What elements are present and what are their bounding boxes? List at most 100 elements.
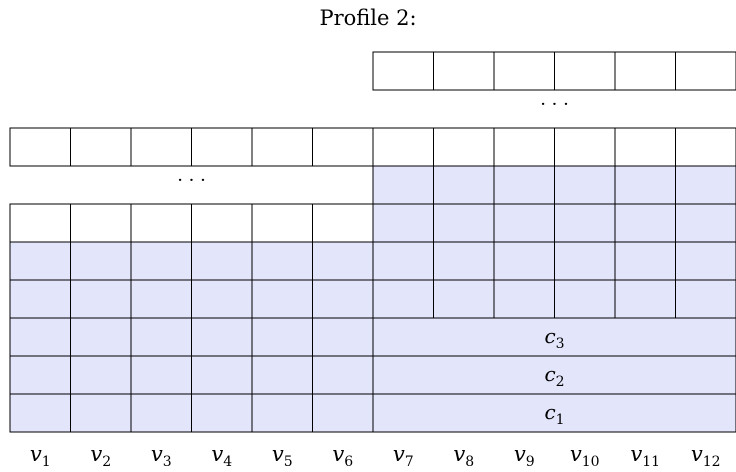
voter-label: v6 [332, 442, 353, 470]
shaded-cell [433, 279, 495, 319]
shaded-cell [9, 393, 71, 433]
ellipsis-right: · · · [540, 94, 569, 115]
voter-label: v11 [630, 442, 660, 470]
empty-row-cell [554, 127, 616, 167]
shaded-cell [493, 165, 555, 205]
shaded-cell [312, 393, 374, 433]
diagram-title: Profile 2: [319, 6, 417, 30]
empty-row-cell [433, 127, 495, 167]
shaded-cell [675, 241, 736, 281]
shaded-cell [675, 165, 736, 205]
shaded-cell [251, 355, 313, 395]
empty-row-cell [70, 203, 132, 243]
voter-label: v10 [570, 442, 600, 470]
shaded-cell [493, 241, 555, 281]
empty-row-cell [191, 127, 253, 167]
shaded-cell [554, 279, 616, 319]
shaded-cell [70, 355, 132, 395]
shaded-cell [554, 165, 616, 205]
top-row-cell [554, 51, 616, 91]
shaded-cell [9, 241, 71, 281]
shaded-cell [372, 165, 434, 205]
shaded-cell [614, 165, 676, 205]
empty-row-cell [251, 127, 313, 167]
shaded-cell [614, 203, 676, 243]
empty-row-cell [614, 127, 676, 167]
labels: c3 c2 c1 · · · · · · v1 v2 v3 v4 v5 v6 v7 v8 v9 v10 v11… [30, 94, 721, 470]
shaded-cell [493, 203, 555, 243]
shaded-cell [372, 279, 434, 319]
top-row-cell [493, 51, 555, 91]
shaded-cell [251, 317, 313, 357]
shaded-cell [130, 279, 192, 319]
shaded-cell [130, 241, 192, 281]
shaded-cell [191, 279, 253, 319]
empty-row-cell [130, 127, 192, 167]
shaded-cell [614, 241, 676, 281]
candidate-label: c1 [544, 400, 564, 428]
shaded-cell [312, 317, 374, 357]
voter-label: v2 [90, 442, 111, 470]
candidate-row-c1 [372, 393, 736, 433]
shaded-cell [130, 393, 192, 433]
shaded-cell [130, 355, 192, 395]
shaded-cell [433, 203, 495, 243]
shaded-cell [70, 317, 132, 357]
voter-label: v4 [211, 442, 232, 470]
shaded-cell [493, 279, 555, 319]
shaded-cell [433, 165, 495, 205]
empty-row-cell [312, 203, 374, 243]
shaded-cell [130, 317, 192, 357]
shaded-cell [312, 279, 374, 319]
empty-row-cell [130, 203, 192, 243]
candidate-label: c3 [544, 324, 564, 352]
top-row-cell [372, 51, 434, 91]
empty-row-cell [9, 203, 71, 243]
shaded-cell [9, 355, 71, 395]
shaded-cell [675, 279, 736, 319]
shaded-cell [191, 393, 253, 433]
voter-label: v7 [393, 442, 414, 470]
voter-label: v9 [514, 442, 535, 470]
voter-label: v3 [151, 442, 172, 470]
shaded-cell [251, 279, 313, 319]
shaded-cell [312, 355, 374, 395]
shaded-cell [433, 241, 495, 281]
shaded-cell [614, 279, 676, 319]
empty-row-cell [191, 203, 253, 243]
shaded-cell [70, 241, 132, 281]
empty-row-cell [70, 127, 132, 167]
voter-label: v12 [691, 442, 721, 470]
voter-label: v1 [30, 442, 51, 470]
shaded-cell [372, 241, 434, 281]
empty-row-cell [9, 127, 71, 167]
shaded-cell [9, 279, 71, 319]
shaded-cell [191, 317, 253, 357]
empty-row-cell [493, 127, 555, 167]
shaded-cell [554, 241, 616, 281]
shaded-cell [9, 317, 71, 357]
shaded-cell [191, 241, 253, 281]
shaded-cell [251, 241, 313, 281]
ellipsis-left: · · · [177, 170, 206, 191]
merged-candidate-rows [372, 317, 736, 433]
voter-label: v5 [272, 442, 293, 470]
shaded-cell [312, 241, 374, 281]
candidate-row-c2 [372, 355, 736, 395]
shaded-cell [675, 203, 736, 243]
top-row-cell [433, 51, 495, 91]
shaded-cell [554, 203, 616, 243]
empty-row-cell [312, 127, 374, 167]
candidate-label: c2 [544, 362, 564, 390]
shaded-cell [70, 393, 132, 433]
voter-label: v8 [453, 442, 474, 470]
empty-row-cell [251, 203, 313, 243]
top-row-cell [675, 51, 736, 91]
shaded-cell [372, 203, 434, 243]
shaded-cell [251, 393, 313, 433]
cell-grid [9, 51, 736, 433]
empty-row-cell [675, 127, 736, 167]
shaded-cell [191, 355, 253, 395]
shaded-cell [70, 279, 132, 319]
